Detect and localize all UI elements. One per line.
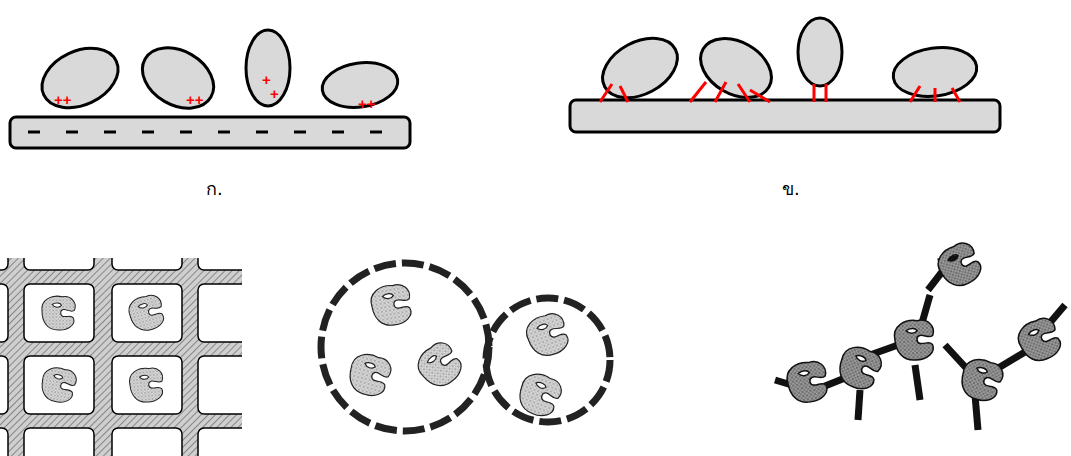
charge-sign: ++	[186, 92, 204, 107]
encapsulated-enzymes	[345, 282, 572, 420]
cross-linker-bars	[775, 258, 1065, 430]
negative-charges	[28, 131, 382, 134]
panel-label: ก.	[206, 180, 223, 198]
gel-lattice	[0, 258, 242, 456]
charge-sign: +	[270, 86, 279, 101]
panel-label: ข.	[782, 180, 800, 198]
support-plate	[10, 117, 410, 148]
crosslinked-enzymes	[785, 238, 1066, 405]
charge-sign: ++	[54, 92, 72, 107]
enzyme-ellipses	[592, 18, 979, 110]
covalent-bonds	[600, 82, 960, 102]
support-plate	[570, 100, 1000, 132]
charge-sign: ++	[358, 96, 376, 111]
charge-sign: +	[262, 72, 271, 87]
trapped-enzymes	[39, 293, 167, 405]
enzyme-ellipses	[32, 30, 400, 120]
microcapsule-membranes	[321, 263, 610, 431]
